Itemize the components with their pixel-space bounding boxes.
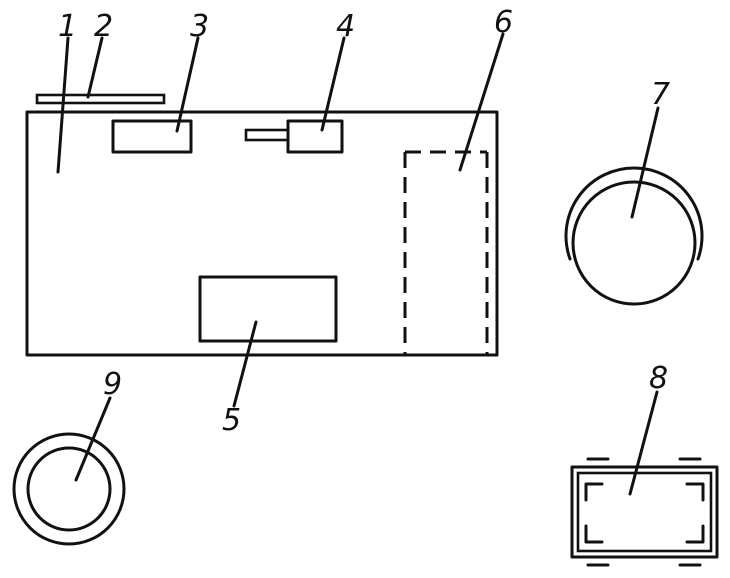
label-4: 4 bbox=[336, 9, 355, 44]
block-4 bbox=[244, 119, 344, 154]
label-2: 2 bbox=[94, 9, 113, 44]
ring-9 bbox=[12, 432, 126, 546]
label-7: 7 bbox=[651, 77, 670, 112]
label-8: 8 bbox=[649, 361, 668, 396]
label-5: 5 bbox=[222, 403, 241, 438]
label-3: 3 bbox=[190, 9, 209, 44]
label-6: 6 bbox=[494, 5, 513, 40]
leader-lines bbox=[56, 32, 660, 496]
block-5 bbox=[198, 275, 338, 343]
main-housing bbox=[25, 110, 499, 357]
label-1: 1 bbox=[58, 9, 77, 44]
block-3 bbox=[111, 119, 193, 154]
dashed-compartment-6 bbox=[403, 150, 489, 354]
label-9: 9 bbox=[103, 367, 122, 402]
top-plate bbox=[35, 93, 166, 105]
round-unit-7 bbox=[564, 166, 704, 306]
rect-unit-8 bbox=[570, 457, 719, 567]
